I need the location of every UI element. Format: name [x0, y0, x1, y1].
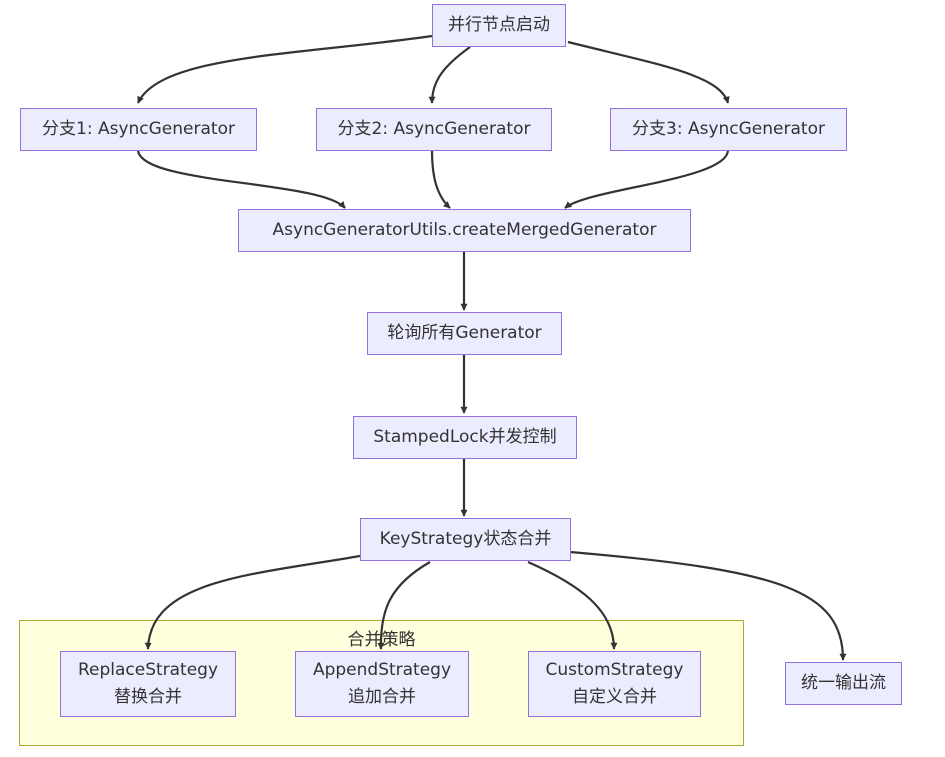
- node-merged-generator[interactable]: AsyncGeneratorUtils.createMergedGenerato…: [238, 209, 691, 252]
- node-label-line2: 追加合并: [348, 687, 416, 707]
- node-label: 并行节点启动: [448, 15, 550, 35]
- node-parallel-start[interactable]: 并行节点启动: [432, 4, 566, 47]
- node-branch-1[interactable]: 分支1: AsyncGenerator: [20, 108, 257, 151]
- node-label-line2: 自定义合并: [572, 687, 657, 707]
- edge-start-branch3: [567, 40, 730, 104]
- node-label-line1: CustomStrategy: [545, 660, 684, 680]
- edge-branch3-merge: [564, 149, 730, 209]
- node-custom-strategy[interactable]: CustomStrategy 自定义合并: [528, 651, 701, 717]
- node-label-line1: ReplaceStrategy: [77, 660, 219, 680]
- node-label: 轮询所有Generator: [387, 323, 542, 343]
- node-label: 分支1: AsyncGenerator: [42, 119, 235, 139]
- node-keystrategy[interactable]: KeyStrategy状态合并: [360, 518, 571, 561]
- cluster-label: 合并策略: [347, 630, 416, 650]
- node-append-strategy[interactable]: AppendStrategy 追加合并: [295, 651, 469, 717]
- node-label: 分支3: AsyncGenerator: [632, 119, 825, 139]
- node-label: StampedLock并发控制: [373, 427, 557, 447]
- edge-start-branch2: [428, 46, 471, 104]
- node-label-line2: 替换合并: [114, 687, 182, 707]
- edge-branch2-merge: [430, 149, 451, 209]
- node-branch-2[interactable]: 分支2: AsyncGenerator: [316, 108, 552, 151]
- node-label: KeyStrategy状态合并: [379, 529, 552, 549]
- edge-branch1-merge: [136, 149, 346, 209]
- node-branch-3[interactable]: 分支3: AsyncGenerator: [610, 108, 847, 151]
- node-replace-strategy[interactable]: ReplaceStrategy 替换合并: [60, 651, 236, 717]
- node-label: 统一输出流: [801, 673, 886, 693]
- node-label: 分支2: AsyncGenerator: [337, 119, 531, 139]
- node-stampedlock[interactable]: StampedLock并发控制: [353, 416, 577, 459]
- node-label: AsyncGeneratorUtils.createMergedGenerato…: [272, 220, 657, 240]
- edge-start-branch1: [137, 34, 433, 104]
- node-unified-output[interactable]: 统一输出流: [785, 662, 902, 705]
- node-poll-generators[interactable]: 轮询所有Generator: [367, 312, 562, 355]
- node-label-line1: AppendStrategy: [312, 660, 452, 680]
